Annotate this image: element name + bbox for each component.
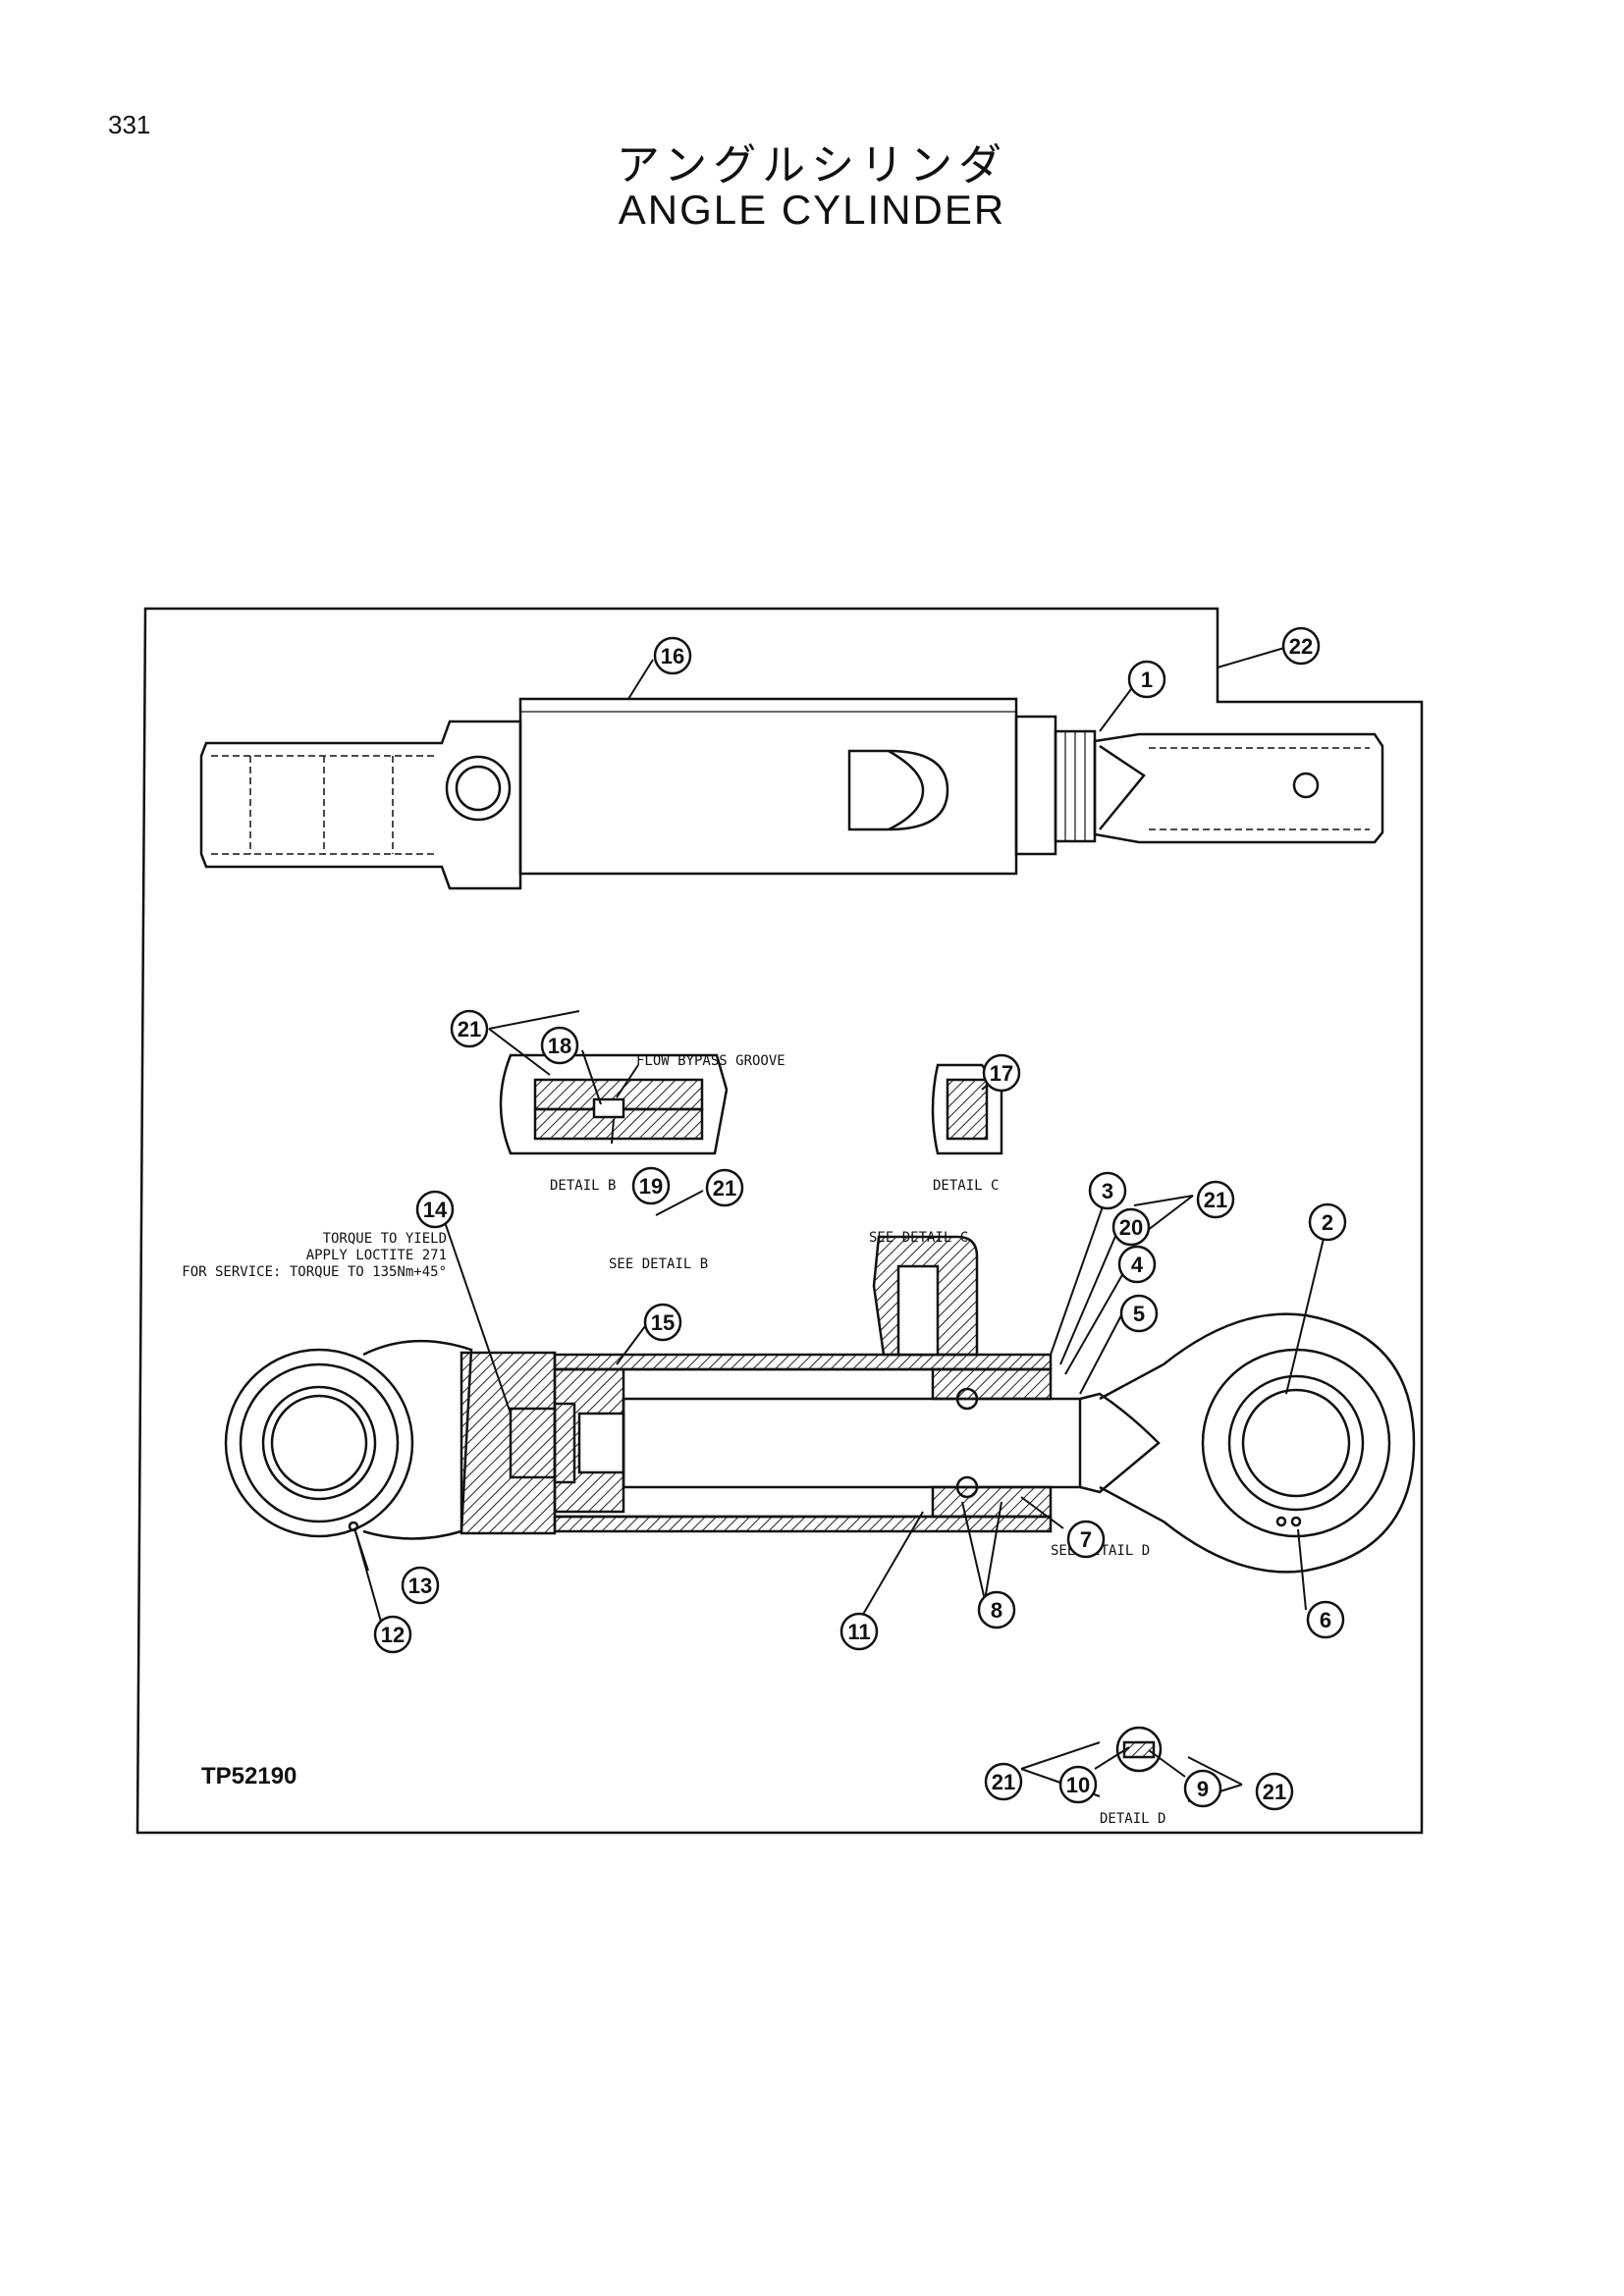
callout-21-detail-b-bottom: 21: [705, 1168, 744, 1207]
detail-c-label: DETAIL C: [933, 1178, 999, 1194]
svg-text:1: 1: [1141, 667, 1153, 692]
svg-text:12: 12: [381, 1623, 405, 1647]
svg-text:7: 7: [1080, 1527, 1092, 1552]
callout-8: 8: [977, 1590, 1016, 1629]
svg-text:22: 22: [1289, 634, 1313, 659]
callout-21-gland: 21: [1196, 1180, 1235, 1219]
callout-3: 3: [1088, 1171, 1127, 1210]
callout-21-detail-b-top: 21: [450, 1009, 489, 1048]
detail-c: [931, 1063, 1003, 1155]
callout-2: 2: [1308, 1202, 1347, 1242]
section-view: [224, 1235, 1416, 1574]
svg-text:3: 3: [1102, 1179, 1113, 1203]
callout-21-detail-d-left: 21: [984, 1762, 1023, 1801]
svg-text:21: 21: [1263, 1780, 1286, 1804]
flow-bypass-groove-note: FLOW BYPASS GROOVE: [636, 1053, 785, 1069]
callout-6: 6: [1306, 1600, 1345, 1639]
see-detail-c-note: SEE DETAIL C: [869, 1230, 968, 1246]
svg-text:19: 19: [639, 1174, 663, 1199]
svg-text:15: 15: [651, 1310, 675, 1335]
svg-text:11: 11: [847, 1620, 870, 1644]
drawing-frame: [135, 607, 1424, 1835]
svg-text:2: 2: [1322, 1210, 1333, 1235]
torque-note-line1: TORQUE TO YIELD: [323, 1231, 447, 1247]
svg-text:5: 5: [1133, 1302, 1145, 1326]
svg-text:21: 21: [458, 1017, 481, 1041]
svg-text:14: 14: [423, 1198, 448, 1222]
title-english: ANGLE CYLINDER: [618, 187, 1006, 233]
callout-18: 18: [540, 1026, 579, 1065]
svg-text:13: 13: [408, 1574, 432, 1598]
svg-text:21: 21: [1204, 1188, 1227, 1212]
callout-19: 19: [631, 1166, 671, 1205]
detail-b-label: DETAIL B: [550, 1178, 616, 1194]
callout-7: 7: [1066, 1520, 1106, 1559]
detail-d-label: DETAIL D: [1100, 1811, 1165, 1827]
callout-21-detail-d-right: 21: [1255, 1772, 1294, 1811]
callout-14: 14: [415, 1190, 455, 1229]
callout-17: 17: [982, 1053, 1021, 1093]
detail-d: [1115, 1726, 1163, 1773]
svg-text:20: 20: [1119, 1215, 1143, 1240]
torque-note-line3: FOR SERVICE: TORQUE TO 135Nm+45°: [182, 1264, 447, 1280]
svg-text:4: 4: [1131, 1253, 1144, 1277]
title-japanese: アングルシリンダ: [616, 140, 1008, 190]
callout-13: 13: [401, 1566, 440, 1605]
callout-20: 20: [1111, 1207, 1151, 1247]
svg-text:21: 21: [713, 1176, 736, 1201]
callout-12: 12: [373, 1615, 412, 1654]
svg-text:10: 10: [1066, 1773, 1090, 1797]
torque-note-line2: APPLY LOCTITE 271: [306, 1248, 447, 1263]
callout-9: 9: [1183, 1769, 1222, 1808]
callout-16: 16: [653, 636, 692, 675]
callout-5: 5: [1119, 1294, 1159, 1333]
callout-11: 11: [839, 1612, 879, 1651]
drawing-code: TP52190: [201, 1763, 297, 1789]
external-view: [199, 697, 1384, 890]
svg-text:9: 9: [1197, 1777, 1209, 1801]
svg-text:18: 18: [548, 1034, 571, 1058]
callout-10: 10: [1058, 1765, 1098, 1804]
callout-22: 22: [1281, 626, 1321, 666]
svg-text:21: 21: [992, 1770, 1015, 1794]
see-detail-b-note: SEE DETAIL B: [609, 1256, 708, 1272]
svg-text:16: 16: [661, 644, 684, 668]
detail-b: [499, 1053, 729, 1155]
page-number: 331: [108, 110, 151, 139]
callout-15: 15: [643, 1303, 682, 1342]
callout-1: 1: [1127, 660, 1166, 699]
callout-4: 4: [1117, 1245, 1157, 1284]
svg-text:17: 17: [990, 1061, 1013, 1086]
svg-text:6: 6: [1320, 1608, 1331, 1632]
svg-text:8: 8: [991, 1598, 1002, 1623]
